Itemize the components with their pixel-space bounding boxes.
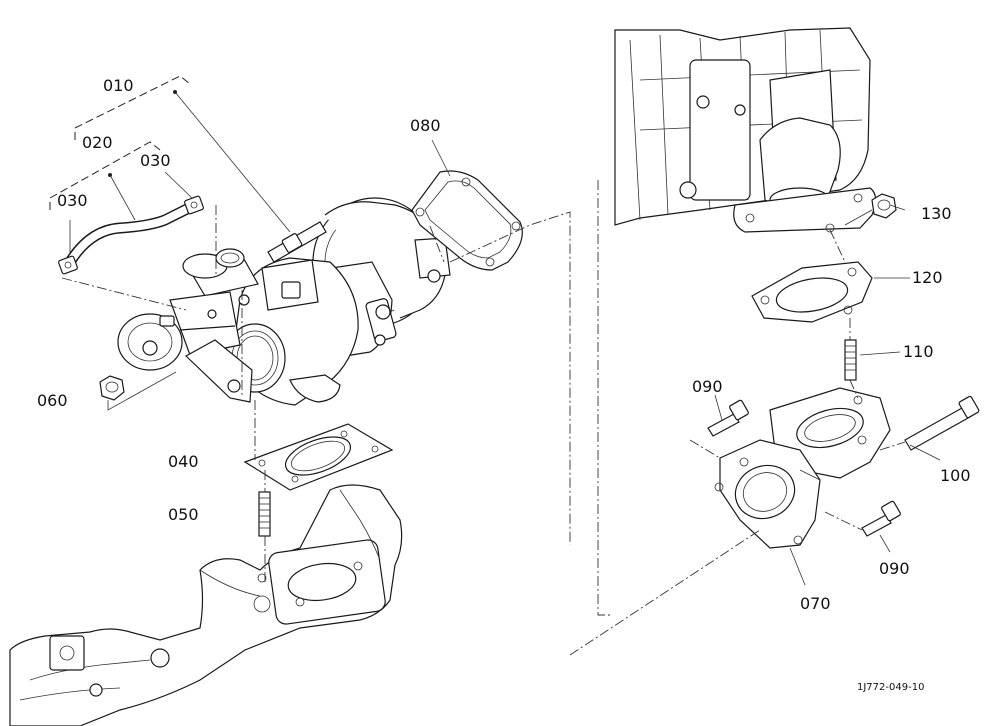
- exhaust-manifold: [9, 484, 403, 726]
- callout-040: 040: [168, 452, 199, 471]
- stud-bolt-110: [844, 339, 857, 381]
- bolt-090-upper: [707, 399, 749, 437]
- diagram-reference-code: 1J772-049-10: [857, 682, 924, 693]
- callout-060: 060: [37, 391, 68, 410]
- callout-100: 100: [940, 466, 971, 485]
- callout-020: 020: [82, 133, 113, 152]
- callout-090-lower: 090: [879, 559, 910, 578]
- callout-080: 080: [410, 116, 441, 135]
- callout-030-right: 030: [140, 151, 171, 170]
- callout-010: 010: [103, 76, 134, 95]
- callout-120: 120: [912, 268, 943, 287]
- nut-130: [871, 193, 897, 219]
- callout-070: 070: [800, 594, 831, 613]
- left-leader-lines: [49, 75, 571, 585]
- nut-060: [99, 375, 125, 401]
- callout-050: 050: [168, 505, 199, 524]
- turbocharger-010: [117, 197, 451, 406]
- callout-110: 110: [903, 342, 934, 361]
- exhaust-elbow-070: [714, 387, 891, 549]
- compressor-gasket-080: [411, 170, 523, 271]
- right-leader-lines: [569, 180, 941, 656]
- callout-090-upper: 090: [692, 377, 723, 396]
- long-bolt-100: [904, 395, 980, 451]
- oil-hose-020: [64, 199, 201, 268]
- callout-130: 130: [921, 204, 952, 223]
- hose-clip-030: [58, 195, 204, 275]
- turbo-flange-gasket-040: [243, 423, 394, 491]
- stud-bolt-050: [258, 491, 271, 537]
- bolt-090-lower: [861, 500, 901, 537]
- flange-gasket-120: [751, 261, 873, 323]
- engine-block: [614, 27, 877, 233]
- callout-030-left: 030: [57, 191, 88, 210]
